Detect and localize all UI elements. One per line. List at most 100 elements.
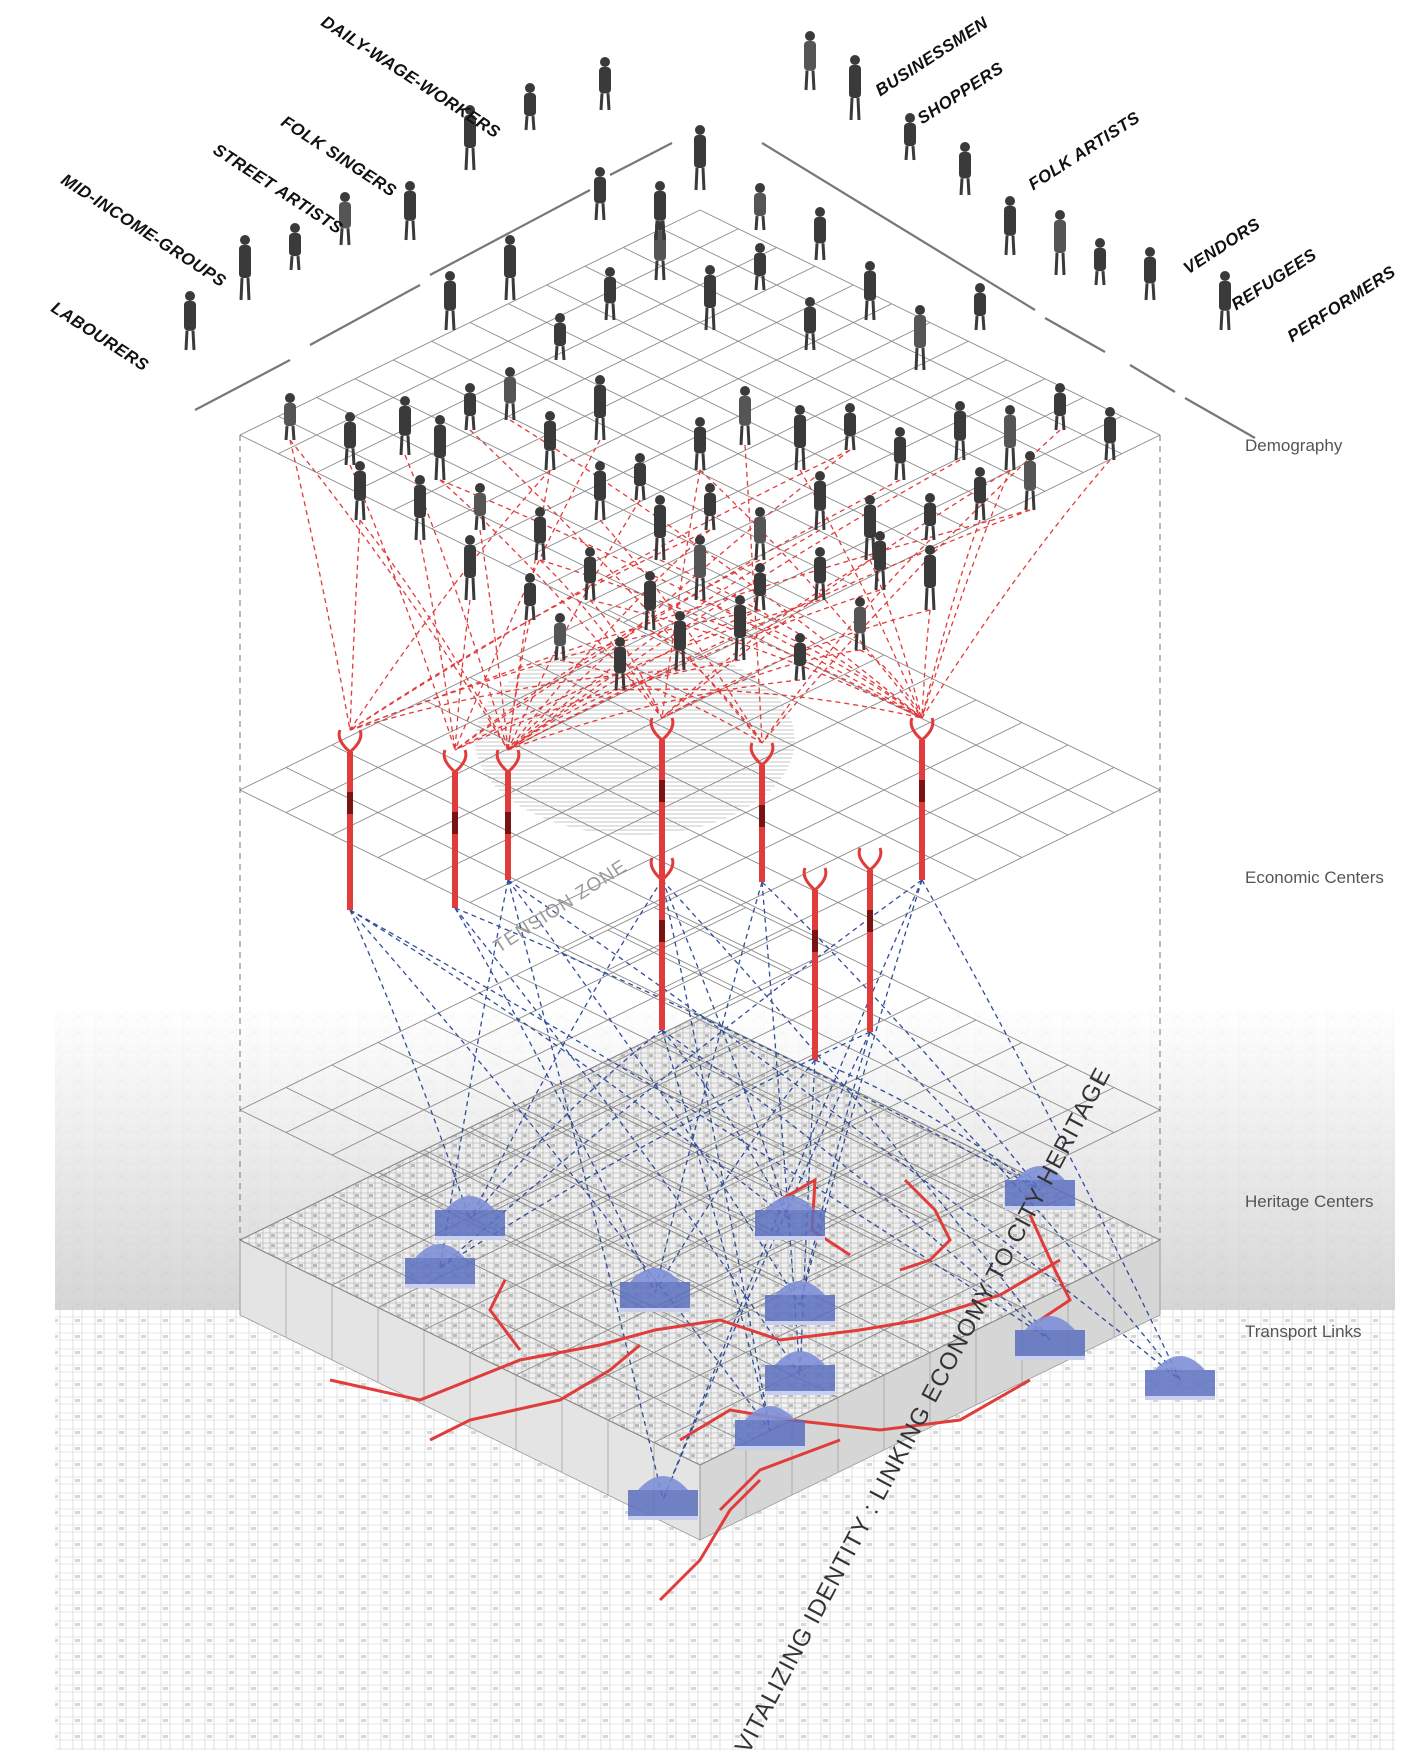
person-leg: [734, 637, 739, 661]
person-leg: [1101, 270, 1106, 286]
economic-tower-icon: [802, 867, 828, 1060]
person-leg: [1031, 490, 1036, 511]
person-figure-icon: [414, 475, 426, 541]
heritage-link-line: [654, 881, 763, 1293]
person-figure-icon: [674, 611, 686, 671]
heritage-link-line: [662, 1031, 871, 1501]
heritage-link-line: [439, 1031, 871, 1269]
person-figure-icon: [694, 417, 706, 471]
person-leg: [761, 543, 766, 561]
person-body: [654, 505, 666, 538]
person-head: [355, 461, 365, 471]
person-body: [1024, 461, 1036, 491]
person-head: [595, 461, 605, 471]
person-head: [1095, 238, 1105, 248]
person-figure-icon: [864, 261, 876, 321]
person-figure-icon: [289, 223, 301, 271]
person-leg: [351, 448, 356, 466]
person-body: [864, 271, 876, 301]
person-body: [634, 463, 646, 487]
person-body: [614, 647, 626, 674]
person-body: [914, 315, 926, 348]
person-leg: [481, 515, 486, 531]
person-figure-icon: [1219, 271, 1231, 331]
person-figure-icon: [814, 471, 826, 531]
layer-label-demography: Demography: [1245, 436, 1343, 455]
person-head: [975, 283, 985, 293]
person-body: [924, 555, 936, 588]
person-leg: [511, 403, 516, 421]
grid-line: [561, 722, 1023, 948]
person-body: [754, 517, 766, 544]
monument-dome: [415, 1244, 465, 1258]
person-head: [405, 181, 415, 191]
person-leg: [1054, 415, 1059, 431]
heritage-link-line: [661, 879, 1051, 1341]
person-figure-icon: [524, 573, 536, 621]
person-leg: [681, 650, 686, 671]
person-leg: [504, 277, 509, 301]
transport-route-line: [1028, 1214, 1072, 1322]
person-leg: [761, 275, 766, 291]
person-body: [654, 191, 666, 221]
person-head: [755, 243, 765, 253]
person-leg: [291, 425, 296, 441]
person-figure-icon: [849, 55, 861, 121]
person-leg: [464, 147, 469, 171]
grid-line: [607, 744, 1069, 971]
person-figure-icon: [184, 291, 196, 351]
grid-line: [699, 789, 1161, 1016]
person-leg: [746, 425, 751, 446]
person-leg: [246, 277, 251, 301]
person-leg: [284, 425, 289, 441]
person-figure-icon: [594, 167, 606, 221]
person-leg: [541, 543, 546, 561]
person-body: [399, 406, 411, 436]
person-figure-icon: [534, 507, 546, 561]
person-body: [894, 437, 906, 464]
person-head: [505, 367, 515, 377]
economic-tower-icon: [495, 749, 521, 880]
grid-line: [285, 767, 747, 993]
person-leg: [471, 147, 476, 171]
person-leg: [594, 500, 599, 521]
person-leg: [974, 503, 979, 521]
person-body: [694, 545, 706, 578]
rail-line: [309, 284, 421, 346]
monument-body: [755, 1210, 825, 1240]
person-leg: [954, 440, 959, 461]
economic-link-line: [921, 519, 981, 719]
economic-link-line: [699, 599, 923, 719]
person-head: [850, 55, 860, 65]
economic-tower-icon: [749, 742, 775, 882]
person-leg: [871, 300, 876, 321]
person-body: [444, 281, 456, 311]
person-leg: [761, 595, 766, 611]
person-leg: [554, 645, 559, 661]
person-head: [675, 611, 685, 621]
economic-link-line: [419, 539, 456, 751]
person-body: [849, 65, 861, 98]
person-body: [404, 191, 416, 221]
person-leg: [861, 633, 866, 651]
economic-tower-icon: [857, 847, 883, 1032]
person-figure-icon: [614, 637, 626, 691]
grid-line: [331, 744, 793, 971]
monument-dome: [745, 1406, 795, 1420]
monument-plinth: [1005, 1206, 1075, 1210]
economic-link-line: [661, 469, 1011, 719]
monument-icon: [1005, 1166, 1075, 1210]
person-leg: [754, 215, 759, 231]
person-figure-icon: [914, 305, 926, 371]
economic-link-line: [507, 529, 821, 751]
person-leg: [711, 515, 716, 531]
economic-link-line: [659, 559, 923, 719]
economic-link-line: [349, 519, 361, 731]
person-leg: [591, 583, 596, 601]
person-body: [954, 411, 966, 441]
person-head: [240, 235, 250, 245]
person-body: [754, 253, 766, 277]
person-leg: [959, 178, 964, 196]
person-figure-icon: [504, 367, 516, 421]
